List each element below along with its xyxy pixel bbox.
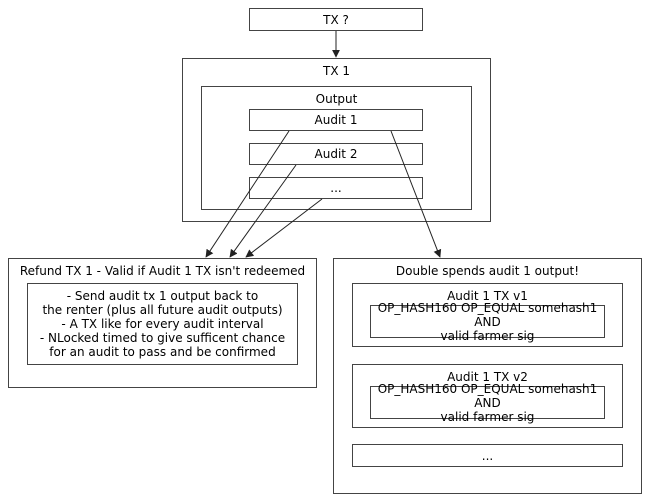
refund-tx-box: Refund TX 1 - Valid if Audit 1 TX isn't … <box>8 258 317 388</box>
audit-tx-v1-script-box: OP_HASH160 OP_EQUAL somehash1 AND valid … <box>370 301 605 343</box>
audit-tx-v2-script-box: OP_HASH160 OP_EQUAL somehash1 AND valid … <box>370 382 605 424</box>
audit-tx-v1-title: Audit 1 TX v1 <box>447 289 528 303</box>
tx-unknown-box: TX ? <box>249 8 423 31</box>
audit-1-box: Audit 1 <box>249 109 423 131</box>
refund-tx-details: - Send audit tx 1 output back to the ren… <box>39 289 286 359</box>
tx1-title: TX 1 <box>323 64 350 78</box>
output-title: Output <box>315 92 358 106</box>
audit-2-box: Audit 2 <box>249 143 423 165</box>
refund-tx-title: Refund TX 1 - Valid if Audit 1 TX isn't … <box>19 264 306 278</box>
double-spend-title: Double spends audit 1 output! <box>395 264 580 278</box>
audit-tx-v2-script: OP_HASH160 OP_EQUAL somehash1 AND valid … <box>377 381 598 424</box>
audit-tx-more-label: ... <box>481 448 494 463</box>
audit-tx-v2-title: Audit 1 TX v2 <box>447 370 528 384</box>
tx1-box: TX 1 <box>182 58 491 222</box>
audit-more-label: ... <box>330 181 342 195</box>
refund-tx-details-box: - Send audit tx 1 output back to the ren… <box>27 283 298 365</box>
audit-tx-more-box: ... <box>352 444 623 467</box>
output-box: Output <box>201 86 472 210</box>
tx-unknown-label: TX ? <box>323 12 349 27</box>
audit-tx-v1-box: Audit 1 TX v1 <box>352 283 623 347</box>
audit-more-box: ... <box>249 177 423 199</box>
audit-tx-v2-box: Audit 1 TX v2 <box>352 364 623 428</box>
audit-tx-v1-script: OP_HASH160 OP_EQUAL somehash1 AND valid … <box>377 300 598 343</box>
audit-2-label: Audit 2 <box>314 147 358 161</box>
audit-1-label: Audit 1 <box>314 113 358 127</box>
double-spend-box: Double spends audit 1 output! <box>333 258 642 494</box>
